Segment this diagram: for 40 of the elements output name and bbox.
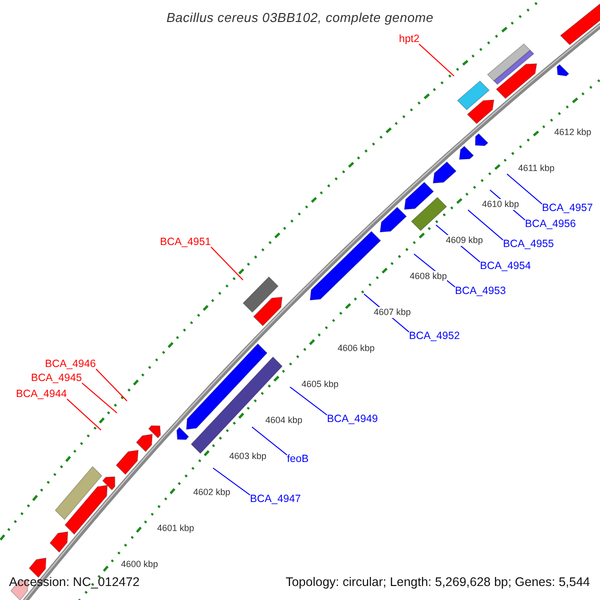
info-text: Accession: NC_012472 bbox=[9, 574, 140, 590]
gene-label: BCA_4955 bbox=[503, 238, 554, 251]
tick-label: 4606 kbp bbox=[338, 343, 375, 354]
gene-label: BCA_4944 bbox=[16, 388, 67, 401]
gene-label: BCA_4947 bbox=[250, 493, 301, 506]
title: Bacillus cereus 03BB102, complete genome bbox=[166, 10, 434, 25]
gene-label: BCA_4949 bbox=[327, 413, 378, 426]
leader-line bbox=[418, 44, 454, 76]
tick-label: 4600 kbp bbox=[121, 559, 158, 570]
tick-label: 4610 kbp bbox=[482, 199, 520, 210]
gene-label: BCA_4951 bbox=[160, 236, 211, 249]
leader-line bbox=[468, 210, 504, 240]
leader-line bbox=[290, 386, 328, 416]
tick-label: 4607 kbp bbox=[374, 307, 411, 318]
gene-label: BCA_4954 bbox=[480, 260, 531, 273]
info-text: Topology: circular; Length: 5,269,628 bp; Genes: 5,544 bbox=[286, 574, 590, 590]
gene-label: BCA_4946 bbox=[45, 358, 96, 371]
leader-line bbox=[506, 174, 542, 204]
tick-label: 4603 kbp bbox=[229, 451, 266, 462]
tick-label: 4601 kbp bbox=[157, 523, 194, 534]
leader-line bbox=[82, 382, 118, 414]
gene-label: BCA_4957 bbox=[542, 202, 593, 215]
gene-label: BCA_4952 bbox=[409, 330, 460, 343]
gene-label: hpt2 bbox=[399, 33, 420, 46]
tick-label: 4608 kbp bbox=[410, 271, 447, 282]
leader-line bbox=[212, 468, 250, 496]
tick-label: 4611 kbp bbox=[518, 163, 554, 174]
gene-label: BCA_4945 bbox=[31, 372, 82, 385]
tick-label: 4612 kbp bbox=[554, 127, 592, 138]
gene-label: feoB bbox=[287, 453, 309, 466]
leader-line bbox=[210, 246, 244, 280]
tick-label: 4605 kbp bbox=[302, 379, 339, 390]
leader-line bbox=[252, 426, 288, 456]
tick-label: 4602 kbp bbox=[193, 487, 230, 498]
gene-label: BCA_4956 bbox=[525, 218, 576, 231]
leader-line bbox=[96, 368, 128, 402]
tick-label: 4609 kbp bbox=[446, 235, 483, 246]
gene-label: BCA_4953 bbox=[455, 285, 506, 298]
leader-line bbox=[66, 398, 102, 430]
tick-label: 4604 kbp bbox=[265, 415, 302, 426]
